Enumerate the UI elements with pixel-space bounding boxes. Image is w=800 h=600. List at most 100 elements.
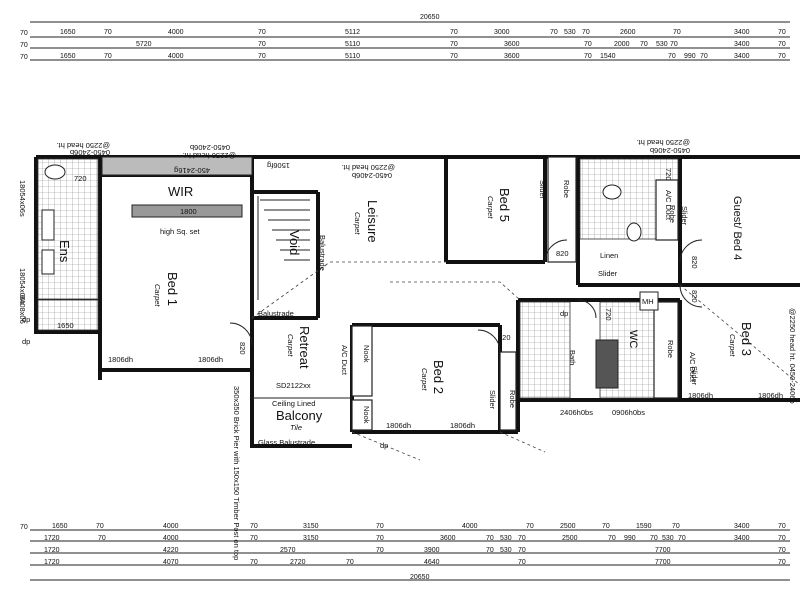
robe-label: Robe xyxy=(562,180,571,198)
top-dim: 3400 xyxy=(734,53,750,60)
bottom-dim: 3900 xyxy=(424,547,440,554)
robe-label-2: Robe xyxy=(508,390,517,408)
toilet-3-icon xyxy=(626,222,642,242)
wir-shelf-strip xyxy=(101,156,253,176)
room-wir: WIR xyxy=(168,184,193,199)
top-dim: 990 xyxy=(684,53,696,60)
bottom-dim: 3150 xyxy=(303,535,319,542)
door-swings xyxy=(229,239,703,353)
window-note: 0450-2406b xyxy=(650,146,690,155)
nook-box xyxy=(351,325,373,397)
high-sq-set-label: high Sq. set xyxy=(160,227,201,236)
bottom-dim: 70 xyxy=(778,559,786,566)
slider-label-2: Slider xyxy=(598,269,618,278)
top-dim: 70 xyxy=(450,29,458,36)
top-dim: 70 xyxy=(582,29,590,36)
bathtub-icon xyxy=(595,339,619,389)
window-note: @2250 head ht. xyxy=(57,141,111,150)
room-bed1: Bed 1 xyxy=(165,272,180,306)
downpipe-label: dp xyxy=(380,441,388,450)
top-dim: 530 xyxy=(564,29,576,36)
ens-window: 18054x06s xyxy=(18,180,27,217)
bottom-dim: 70 xyxy=(250,535,258,542)
shelf-width: 1800 xyxy=(180,207,197,216)
bed3-floor: Carpet xyxy=(728,334,737,357)
bottom-dim: 70 xyxy=(518,535,526,542)
window-note: @2250 head ht. xyxy=(183,151,237,160)
door-720-c: 720 xyxy=(664,168,673,181)
top-dimension-lines: 20650 70 1650 70 4000 70 5112 70 3000 70… xyxy=(20,14,790,61)
top-dim: 3600 xyxy=(504,41,520,48)
slider-label-4: Slider xyxy=(680,206,689,226)
bottom-dim: 70 xyxy=(518,547,526,554)
bottom-dim: 1720 xyxy=(44,559,60,566)
retreat-floor: Carpet xyxy=(286,334,295,357)
balustrade-label: Balustrade xyxy=(318,235,327,271)
toilet-icon xyxy=(44,164,66,180)
bottom-dim: 70 xyxy=(486,547,494,554)
bed3-window: @2250 head ht. 0450-2406b xyxy=(788,308,797,404)
dashed-lines xyxy=(251,261,800,461)
vanity-basin-2-icon xyxy=(41,249,55,275)
room-balcony: Balcony xyxy=(276,408,323,423)
top-dim: 70 xyxy=(673,29,681,36)
bottom-dim: 70 xyxy=(376,547,384,554)
ac-duct-label-2: A/C Duct xyxy=(664,190,673,221)
top-dim: 70 xyxy=(258,29,266,36)
bottom-dim: 70 xyxy=(376,523,384,530)
room-leisure: Leisure xyxy=(365,200,380,243)
top-dim: 4000 xyxy=(168,53,184,60)
top-dim: 70 xyxy=(584,41,592,48)
bottom-dim: 70 xyxy=(518,559,526,566)
top-dim: 5110 xyxy=(345,41,360,48)
bottom-dim: 3150 xyxy=(303,523,319,530)
bed5-floor: Carpet xyxy=(486,196,495,219)
top-dim: 3600 xyxy=(504,53,520,60)
bottom-dim: 530 xyxy=(662,535,674,542)
top-dim: 70 xyxy=(700,53,708,60)
manhole-label: MH xyxy=(642,297,654,306)
bottom-dim: 1720 xyxy=(44,547,60,554)
bottom-dim: 3400 xyxy=(734,523,750,530)
top-dim: 5112 xyxy=(345,29,360,36)
door-820-b: 820 xyxy=(556,249,569,258)
top-dim: 5720 xyxy=(136,41,152,48)
top-dim: 70 xyxy=(670,41,678,48)
room-linen: Linen xyxy=(600,251,618,260)
staircase-icon xyxy=(257,196,310,300)
window-note: @2250 head ht. xyxy=(342,163,396,172)
top-dim: 3400 xyxy=(734,41,750,48)
ceiling-lined: Ceiling Lined xyxy=(272,399,315,408)
balustrade-label-2: Balustrade xyxy=(258,309,294,318)
slider-label-3: Slider xyxy=(488,390,497,410)
ens-window-2: 18054x06s xyxy=(18,268,27,305)
wir-window-note: 450-2416g xyxy=(174,166,210,175)
door-820-d: 820 xyxy=(690,290,699,303)
mh-box xyxy=(639,291,659,311)
room-void: Void xyxy=(287,230,302,255)
bottom-dim: 7700 xyxy=(655,559,671,566)
window-note: 0450-2406b xyxy=(352,171,392,180)
robe-label-4: Robe xyxy=(668,205,677,223)
ens-window-3: 0408x06 xyxy=(18,295,27,324)
robe-box-4 xyxy=(655,179,679,241)
room-retreat: Retreat xyxy=(297,326,312,369)
window-note: 0450-2406b xyxy=(70,148,110,157)
door-720-b: 720 xyxy=(604,308,613,321)
nook-label: Nook xyxy=(362,345,371,363)
bed1-floor: Carpet xyxy=(153,284,162,307)
slider-label-5: Slider xyxy=(690,366,699,386)
top-dim: 70 xyxy=(20,30,28,37)
bottom-dim: 70 xyxy=(526,523,534,530)
bottom-dim: 70 xyxy=(672,523,680,530)
balcony-floor: Tile xyxy=(290,423,302,432)
bottom-dim: 4000 xyxy=(462,523,478,530)
bottom-dim: 70 xyxy=(346,559,354,566)
robe-box-2 xyxy=(499,351,517,431)
downpipe-label: dp xyxy=(560,309,568,318)
bottom-dim: 7700 xyxy=(655,547,671,554)
bottom-dim: 70 xyxy=(602,523,610,530)
window-dh: 1806dh xyxy=(108,355,133,364)
top-dim: 70 xyxy=(104,29,112,36)
